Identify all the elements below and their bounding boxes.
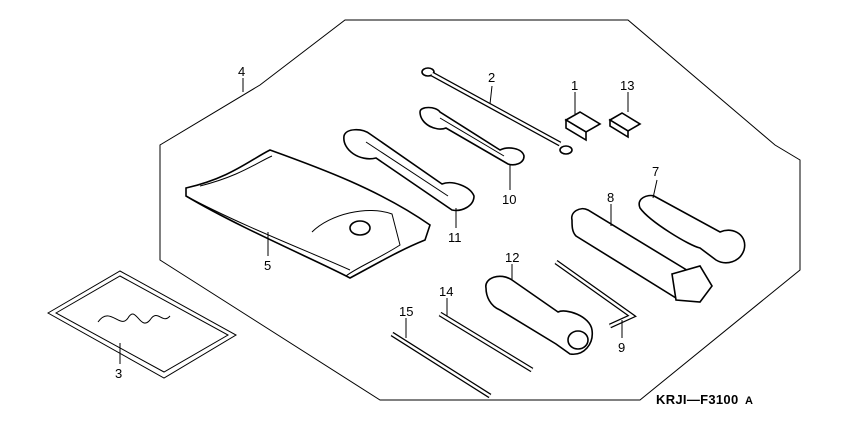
callout-12: 12 — [505, 250, 519, 265]
callout-11: 11 — [448, 230, 462, 245]
callout-10: 10 — [502, 192, 516, 207]
callout-8: 8 — [607, 190, 614, 205]
callout-14: 14 — [439, 284, 453, 299]
diagram-code-suffix: A — [745, 395, 753, 407]
part-shaft-rod — [421, 67, 573, 155]
part-pin-spanner — [638, 194, 746, 264]
callout-labels: 1 2 3 4 5 7 8 9 10 11 12 13 14 15 — [115, 64, 659, 381]
part-screwdriver-bit-upper — [438, 311, 534, 373]
kit-boundary-octagon — [159, 19, 801, 401]
part-screwdriver-handle — [485, 275, 594, 355]
callout-15: 15 — [399, 304, 413, 319]
callout-1: 1 — [571, 78, 578, 93]
callout-9: 9 — [618, 340, 625, 355]
part-fuse-holder — [564, 111, 602, 142]
part-tool-bag — [185, 149, 431, 279]
leader-2 — [489, 85, 493, 105]
leader-7 — [652, 179, 658, 199]
callout-2: 2 — [488, 70, 495, 85]
part-spare-fuse — [608, 112, 642, 139]
part-manual-sheet — [46, 270, 238, 379]
leader-lines — [119, 78, 658, 364]
part-wrench-upper — [419, 106, 525, 166]
diagram-code: KRJI—F3100 A — [656, 392, 753, 407]
callout-7: 7 — [652, 164, 659, 179]
callout-3: 3 — [115, 366, 122, 381]
callout-13: 13 — [620, 78, 634, 93]
diagram-code-text: KRJI—F3100 — [656, 392, 738, 407]
callout-5: 5 — [264, 258, 271, 273]
part-hex-key — [554, 259, 637, 329]
part-plug-wrench — [570, 207, 713, 303]
part-screwdriver-bit-lower — [390, 331, 492, 399]
callout-4: 4 — [238, 64, 245, 79]
part-wrench-lower — [343, 128, 475, 212]
